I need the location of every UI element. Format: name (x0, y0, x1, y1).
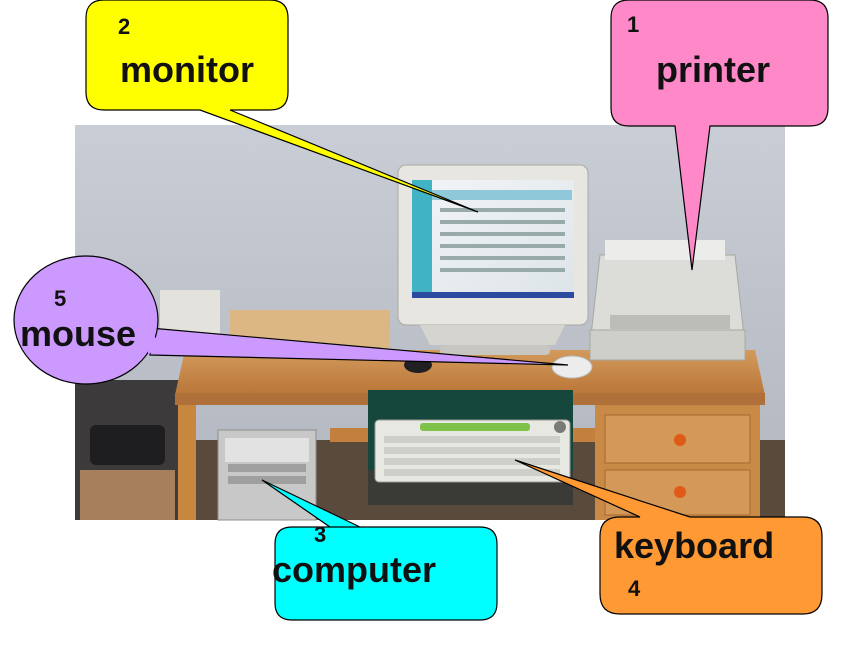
monitor-label: monitor (120, 49, 254, 90)
computer-tower-photo (217, 429, 317, 521)
callout-mouse (13, 255, 569, 385)
callout-printer (610, 0, 829, 271)
callout-monitor-bubble (85, 0, 479, 213)
keyboard-number: 4 (628, 576, 641, 601)
callout-keyboard-bubble (514, 459, 823, 615)
callout-monitor (85, 0, 479, 213)
monitor-photo (397, 164, 589, 355)
telephone (90, 425, 165, 465)
callout-mouse-bubble (13, 255, 159, 385)
mouse-label: mouse (20, 313, 137, 354)
callout-keyboard (514, 459, 823, 615)
callout-printer-bubble (610, 0, 829, 271)
mouse-number: 5 (54, 286, 67, 311)
keyboard-inset (368, 390, 573, 505)
printer-photo (589, 240, 746, 361)
keyboard-label: keyboard (614, 525, 775, 566)
printer-label: printer (656, 49, 771, 90)
box (80, 470, 175, 520)
printer-number: 1 (627, 12, 640, 37)
computer-label: computer (272, 549, 437, 590)
white-mouse (551, 355, 593, 379)
photo (75, 125, 785, 521)
callout-computer (261, 479, 498, 621)
paper-stack (160, 290, 220, 335)
callout-computer-bubble (261, 479, 498, 621)
monitor-number: 2 (118, 14, 131, 39)
computer-number: 3 (314, 522, 327, 547)
